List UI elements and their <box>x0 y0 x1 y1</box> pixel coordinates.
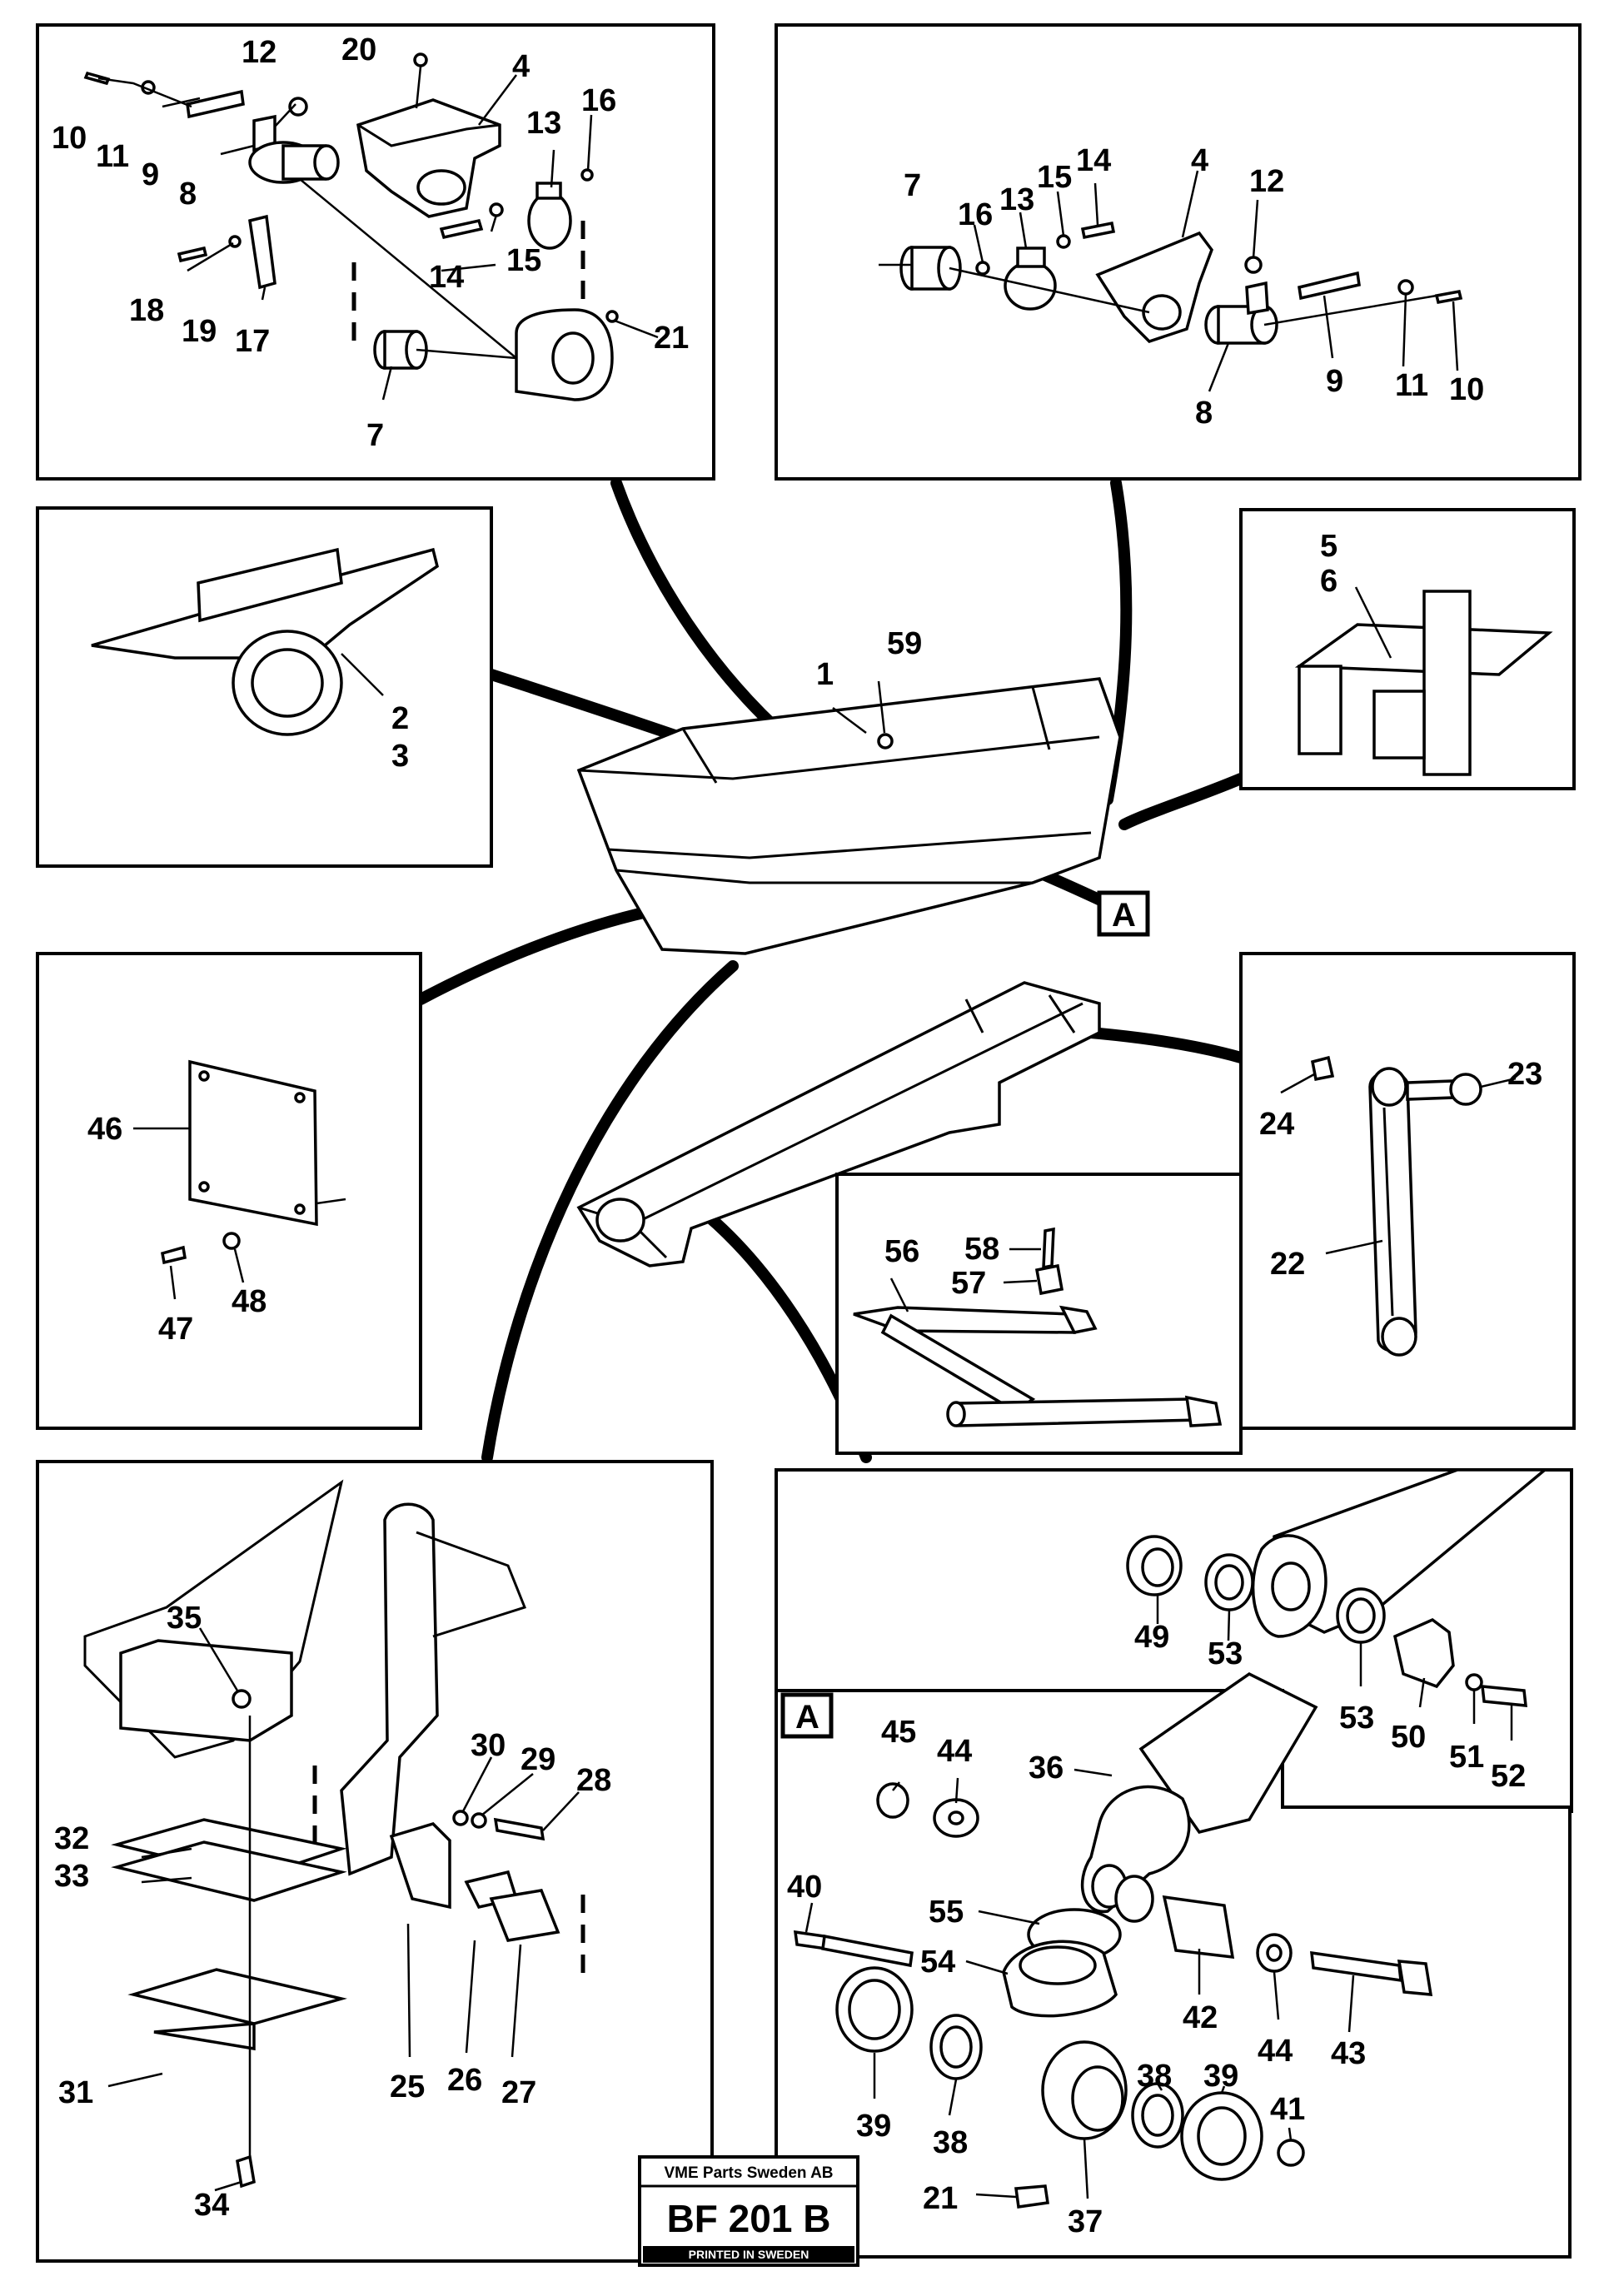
callout-tr-6: 12 <box>1249 164 1284 199</box>
callout-mr-0: 5 <box>1320 529 1337 564</box>
callout-l2-0: 46 <box>87 1112 122 1147</box>
callout-bl-6: 31 <box>58 2075 93 2110</box>
callout-tr-3: 15 <box>1037 160 1072 195</box>
stamp-code: BF 201 B <box>667 2197 831 2240</box>
callout-cyl-top-0: 49 <box>1134 1620 1169 1655</box>
callout-mr-1: 6 <box>1320 564 1337 599</box>
callout-tl-7: 13 <box>526 106 561 141</box>
callout-tl-1: 20 <box>341 32 376 67</box>
callout-a-3: 40 <box>787 1870 822 1905</box>
callout-a-13: 41 <box>1270 2092 1305 2127</box>
panel-top-right: 7 16 13 15 14 4 12 9 11 10 8 <box>775 23 1582 481</box>
callout-cyl-top-3: 50 <box>1391 1720 1426 1755</box>
callout-a-0: 45 <box>881 1715 916 1750</box>
callout-tl-14: 21 <box>654 321 689 356</box>
parts-stamp: VME Parts Sweden AB BF 201 B PRINTED IN … <box>638 2155 859 2267</box>
callout-bl-2: 29 <box>521 1742 555 1777</box>
callout-a-5: 54 <box>920 1945 955 1980</box>
callout-bl-1: 30 <box>471 1728 506 1763</box>
callout-bl-10: 27 <box>501 2075 536 2110</box>
callout-a-12: 39 <box>1203 2059 1238 2094</box>
stamp-company: VME Parts Sweden AB <box>664 2164 833 2182</box>
panel-mid-left: 2 3 <box>36 506 493 868</box>
callout-cyl-top-4: 51 <box>1449 1740 1484 1775</box>
panel-top-left: 12 20 4 10 11 9 8 13 16 15 14 18 19 17 2… <box>36 23 715 481</box>
callout-tr-2: 13 <box>999 182 1034 217</box>
callout-l2-1: 47 <box>158 1312 193 1347</box>
callout-a-8: 43 <box>1331 2036 1366 2071</box>
callout-a-11: 38 <box>1137 2059 1172 2094</box>
callout-a-6: 42 <box>1183 2000 1218 2035</box>
callout-tr-4: 14 <box>1076 143 1111 178</box>
panel-detail-a: 45 44 36 40 55 54 42 44 43 39 38 38 39 4… <box>775 1671 1572 2259</box>
callout-a-4: 55 <box>929 1895 964 1930</box>
callout-a-15: 37 <box>1068 2204 1103 2239</box>
callout-ml-0: 2 <box>391 701 409 736</box>
callout-tr-7: 9 <box>1326 364 1343 399</box>
callout-tl-11: 18 <box>129 293 164 328</box>
callout-tr-9: 10 <box>1449 372 1484 407</box>
callout-tl-15: 7 <box>366 418 384 453</box>
panel-mounting: 35 30 29 28 32 33 31 34 25 26 27 <box>36 1460 714 2263</box>
callout-a-9: 39 <box>856 2109 891 2144</box>
callout-bl-9: 26 <box>447 2063 482 2098</box>
callout-center-0: 1 <box>816 657 834 692</box>
dump-body-assembly: 1 59 <box>576 626 1122 955</box>
callout-center-1: 59 <box>887 626 922 661</box>
callout-tl-12: 19 <box>182 314 217 349</box>
callout-bl-0: 35 <box>167 1601 202 1636</box>
callout-tl-8: 16 <box>581 83 616 118</box>
frame-assembly <box>576 981 1101 1268</box>
stamp-printed: PRINTED IN SWEDEN <box>689 2248 809 2261</box>
callout-bl-7: 34 <box>194 2188 229 2223</box>
callout-tr-8: 11 <box>1395 368 1428 403</box>
callout-a-1: 44 <box>937 1734 972 1769</box>
callout-frame-2: 57 <box>951 1266 986 1301</box>
callout-tl-3: 10 <box>52 121 87 156</box>
panel-mid-right: 5 6 <box>1239 508 1576 790</box>
callout-frame-1: 56 <box>884 1234 919 1269</box>
panel-subframe: 58 56 57 <box>835 1173 1243 1455</box>
callout-tl-0: 12 <box>242 35 276 70</box>
callout-cyl-top-2: 53 <box>1339 1701 1374 1736</box>
callout-tl-10: 14 <box>429 260 464 295</box>
callout-a-10: 38 <box>933 2125 968 2160</box>
callout-a-14: 21 <box>923 2181 958 2216</box>
tag-a-main-label: A <box>1112 897 1136 934</box>
callout-link-2: 22 <box>1270 1247 1305 1282</box>
callout-ml-1: 3 <box>391 739 409 774</box>
callout-tl-2: 4 <box>512 49 530 84</box>
tag-a-main: A <box>1097 890 1150 937</box>
callout-tl-4: 11 <box>96 139 129 174</box>
callout-tr-1: 16 <box>958 197 993 232</box>
callout-tr-5: 4 <box>1191 143 1208 178</box>
callout-bl-4: 32 <box>54 1821 89 1856</box>
callout-frame-0: 58 <box>964 1232 999 1267</box>
callout-tl-5: 9 <box>142 157 159 192</box>
callout-l2-2: 48 <box>232 1284 267 1319</box>
callout-cyl-top-1: 53 <box>1208 1636 1243 1671</box>
callout-bl-8: 25 <box>390 2069 425 2104</box>
callout-link-1: 23 <box>1507 1057 1542 1092</box>
callout-a-2: 36 <box>1029 1751 1064 1786</box>
callout-tl-13: 17 <box>235 324 270 359</box>
callout-bl-3: 28 <box>576 1763 611 1798</box>
callout-link-0: 24 <box>1259 1107 1294 1142</box>
panel-link: 24 23 22 <box>1239 952 1576 1430</box>
callout-tl-6: 8 <box>179 177 197 212</box>
callout-cyl-top-5: 52 <box>1491 1759 1526 1794</box>
callout-tl-9: 15 <box>506 243 541 278</box>
callout-a-7: 44 <box>1258 2034 1293 2069</box>
callout-tr-10: 8 <box>1195 396 1213 431</box>
tag-a-detail-label: A <box>795 1699 819 1736</box>
callout-bl-5: 33 <box>54 1859 89 1894</box>
callout-tr-0: 7 <box>904 168 921 203</box>
panel-plate: 46 47 48 <box>36 952 422 1430</box>
